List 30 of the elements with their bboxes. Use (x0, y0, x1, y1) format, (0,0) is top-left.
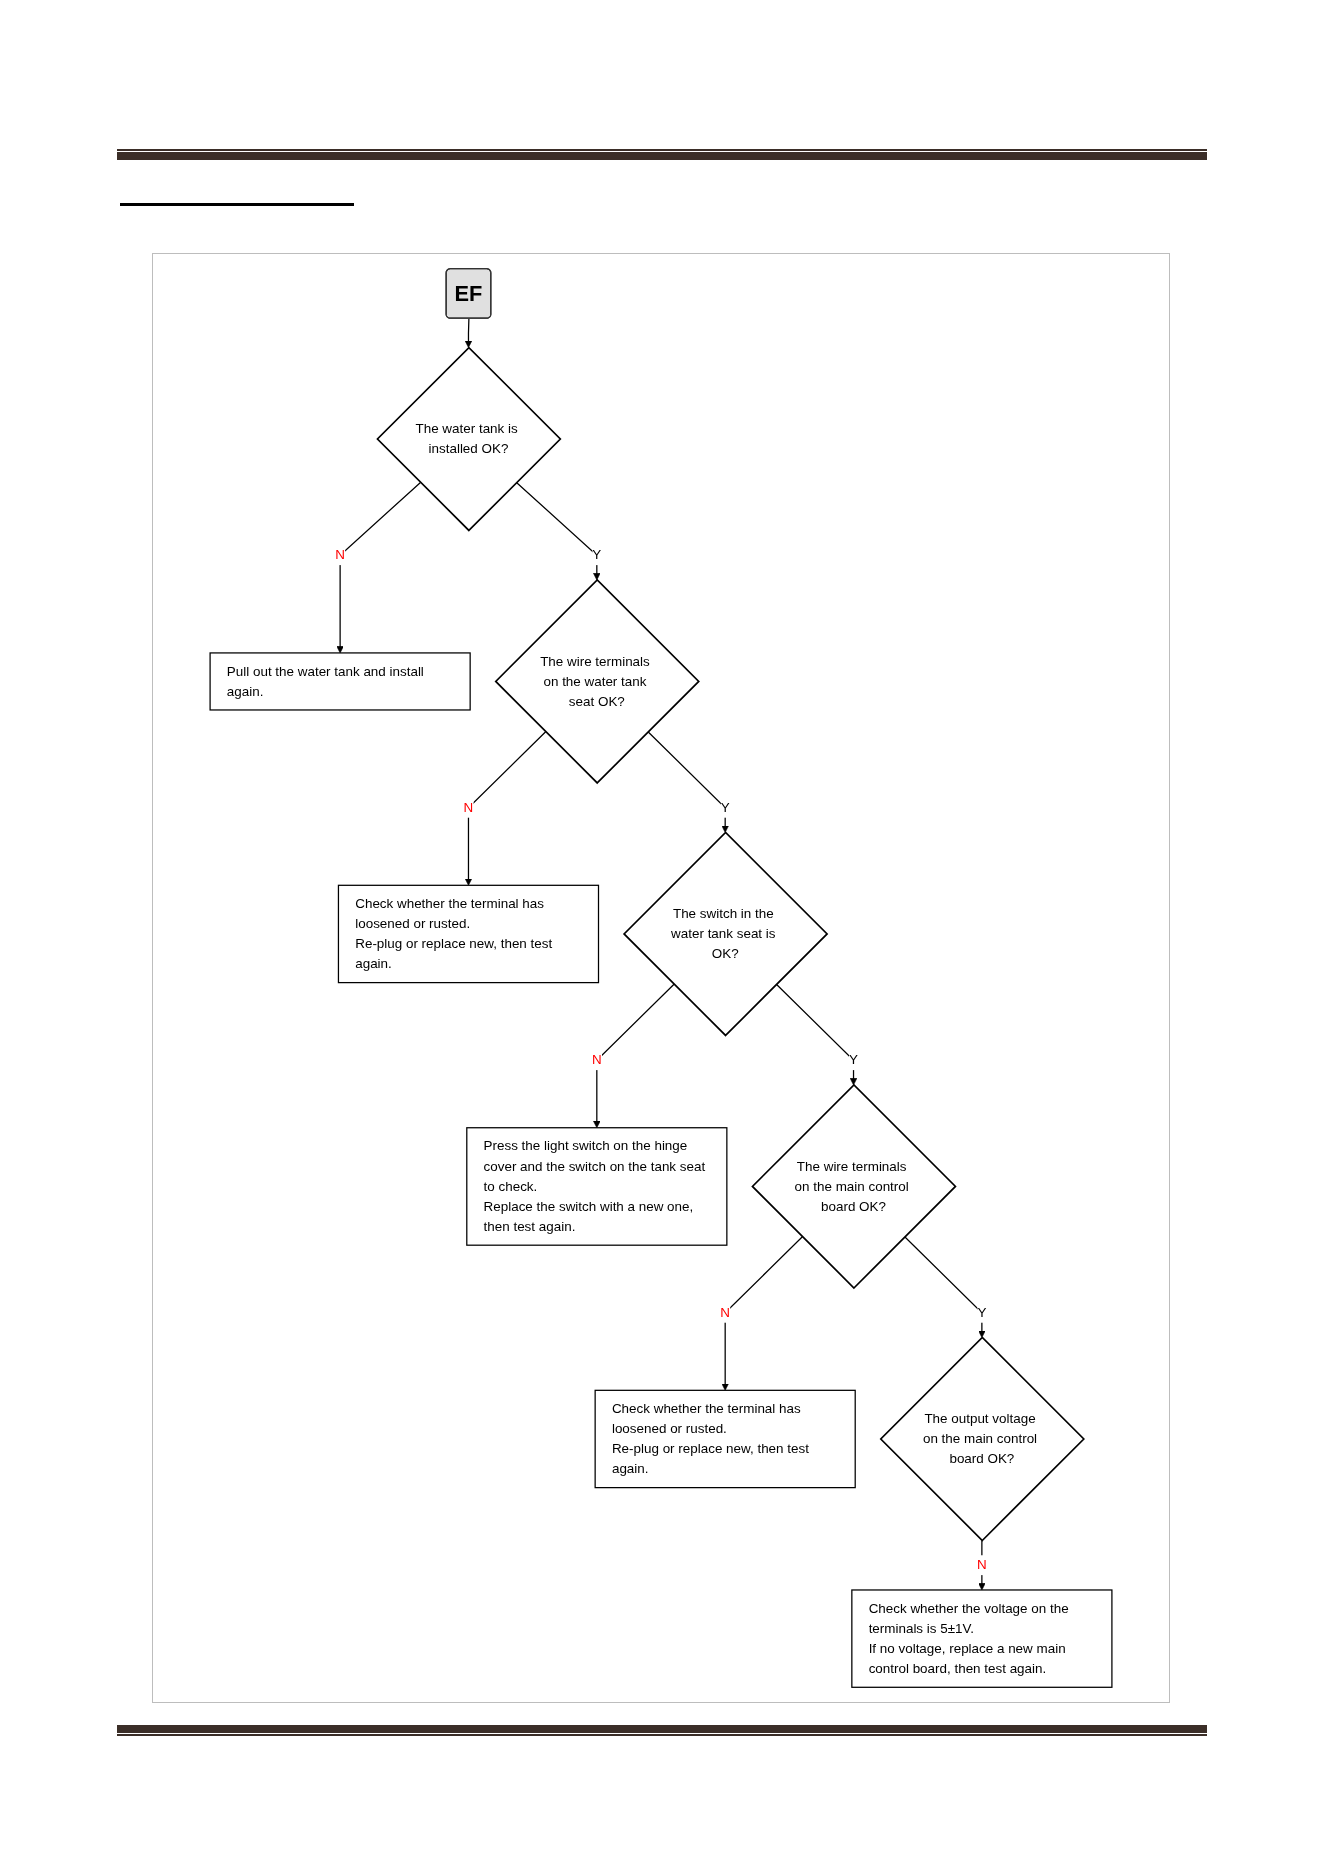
arrow (515, 481, 601, 581)
arrow (978, 1539, 986, 1591)
arrow (464, 318, 473, 348)
arrow (775, 983, 858, 1086)
node-diamond (376, 346, 562, 532)
node-diamond (879, 1336, 1085, 1542)
edge-label: Y (849, 1052, 858, 1067)
node-box (337, 884, 600, 984)
edge-label: N (335, 547, 345, 562)
node-diamond (494, 578, 700, 785)
node-diamond (622, 831, 829, 1037)
edge-label: N (591, 1052, 602, 1067)
node-box (851, 1589, 1113, 1688)
node-diamond (751, 1083, 957, 1290)
edge-label: Y (977, 1305, 987, 1320)
edge-label: Y (592, 547, 602, 562)
edge-label: N (720, 1305, 731, 1320)
node-box (209, 652, 471, 711)
arrow (336, 481, 422, 654)
edge-label: Y (720, 800, 730, 815)
arrow (464, 731, 547, 886)
node-box (466, 1127, 728, 1246)
edge-label: N (977, 1557, 987, 1572)
arrow (593, 983, 675, 1129)
edge-label: N (463, 800, 474, 815)
node-box (594, 1389, 856, 1489)
arrow (647, 731, 729, 833)
arrow (904, 1236, 986, 1338)
diagram-frame: N Y N Y N Y N Y N EF The water tank is installed OK? Pull out the water tank and install again. The wire terminals on the water tank seat OK? Check whether the terminal has loosened or rusted. Re-plug or replace new, then test again. The switch in the water tank seat is OK? Press the light switch on the hinge cover and the switch on the tank seat to check. Replace the switch with a new one, then test again. The wire terminals on the main control board OK? Check whether the terminal has loosened or rusted. Re-plug or replace new, then test again. The output voltage on the main control board OK? Check whether the voltage on the terminals is 5±1V. If no voltage, replace a new main control board, then test again. (152, 253, 1170, 1703)
arrow (721, 1236, 803, 1391)
